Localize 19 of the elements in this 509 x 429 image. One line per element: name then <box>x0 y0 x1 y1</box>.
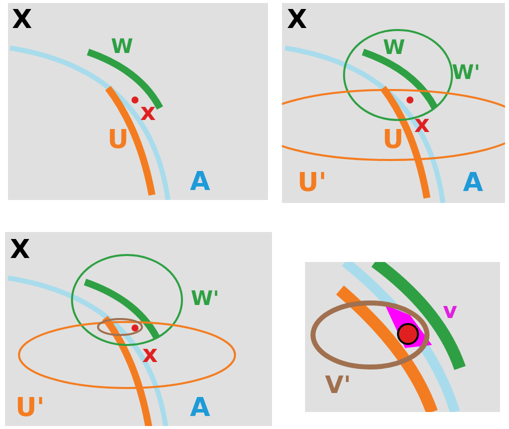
set-label: W' <box>190 288 220 308</box>
point-label: x <box>140 100 156 124</box>
set-label: A <box>190 395 210 421</box>
set-label: U <box>382 127 404 153</box>
point-label: v <box>442 301 458 323</box>
set-label: W' <box>452 62 480 82</box>
set-label: V' <box>325 373 351 397</box>
point-label: x <box>142 342 158 366</box>
space-label: X <box>12 7 32 33</box>
space-label: X <box>286 7 308 33</box>
set-label: A <box>462 170 484 196</box>
set-label: U' <box>15 395 45 421</box>
set-label: U <box>107 127 129 153</box>
set-label: U' <box>297 170 327 196</box>
set-label: A <box>190 169 210 195</box>
space-label: X <box>10 237 30 263</box>
set-label: W <box>382 37 406 57</box>
set-label: W <box>110 36 134 56</box>
point-label: x <box>414 112 430 136</box>
